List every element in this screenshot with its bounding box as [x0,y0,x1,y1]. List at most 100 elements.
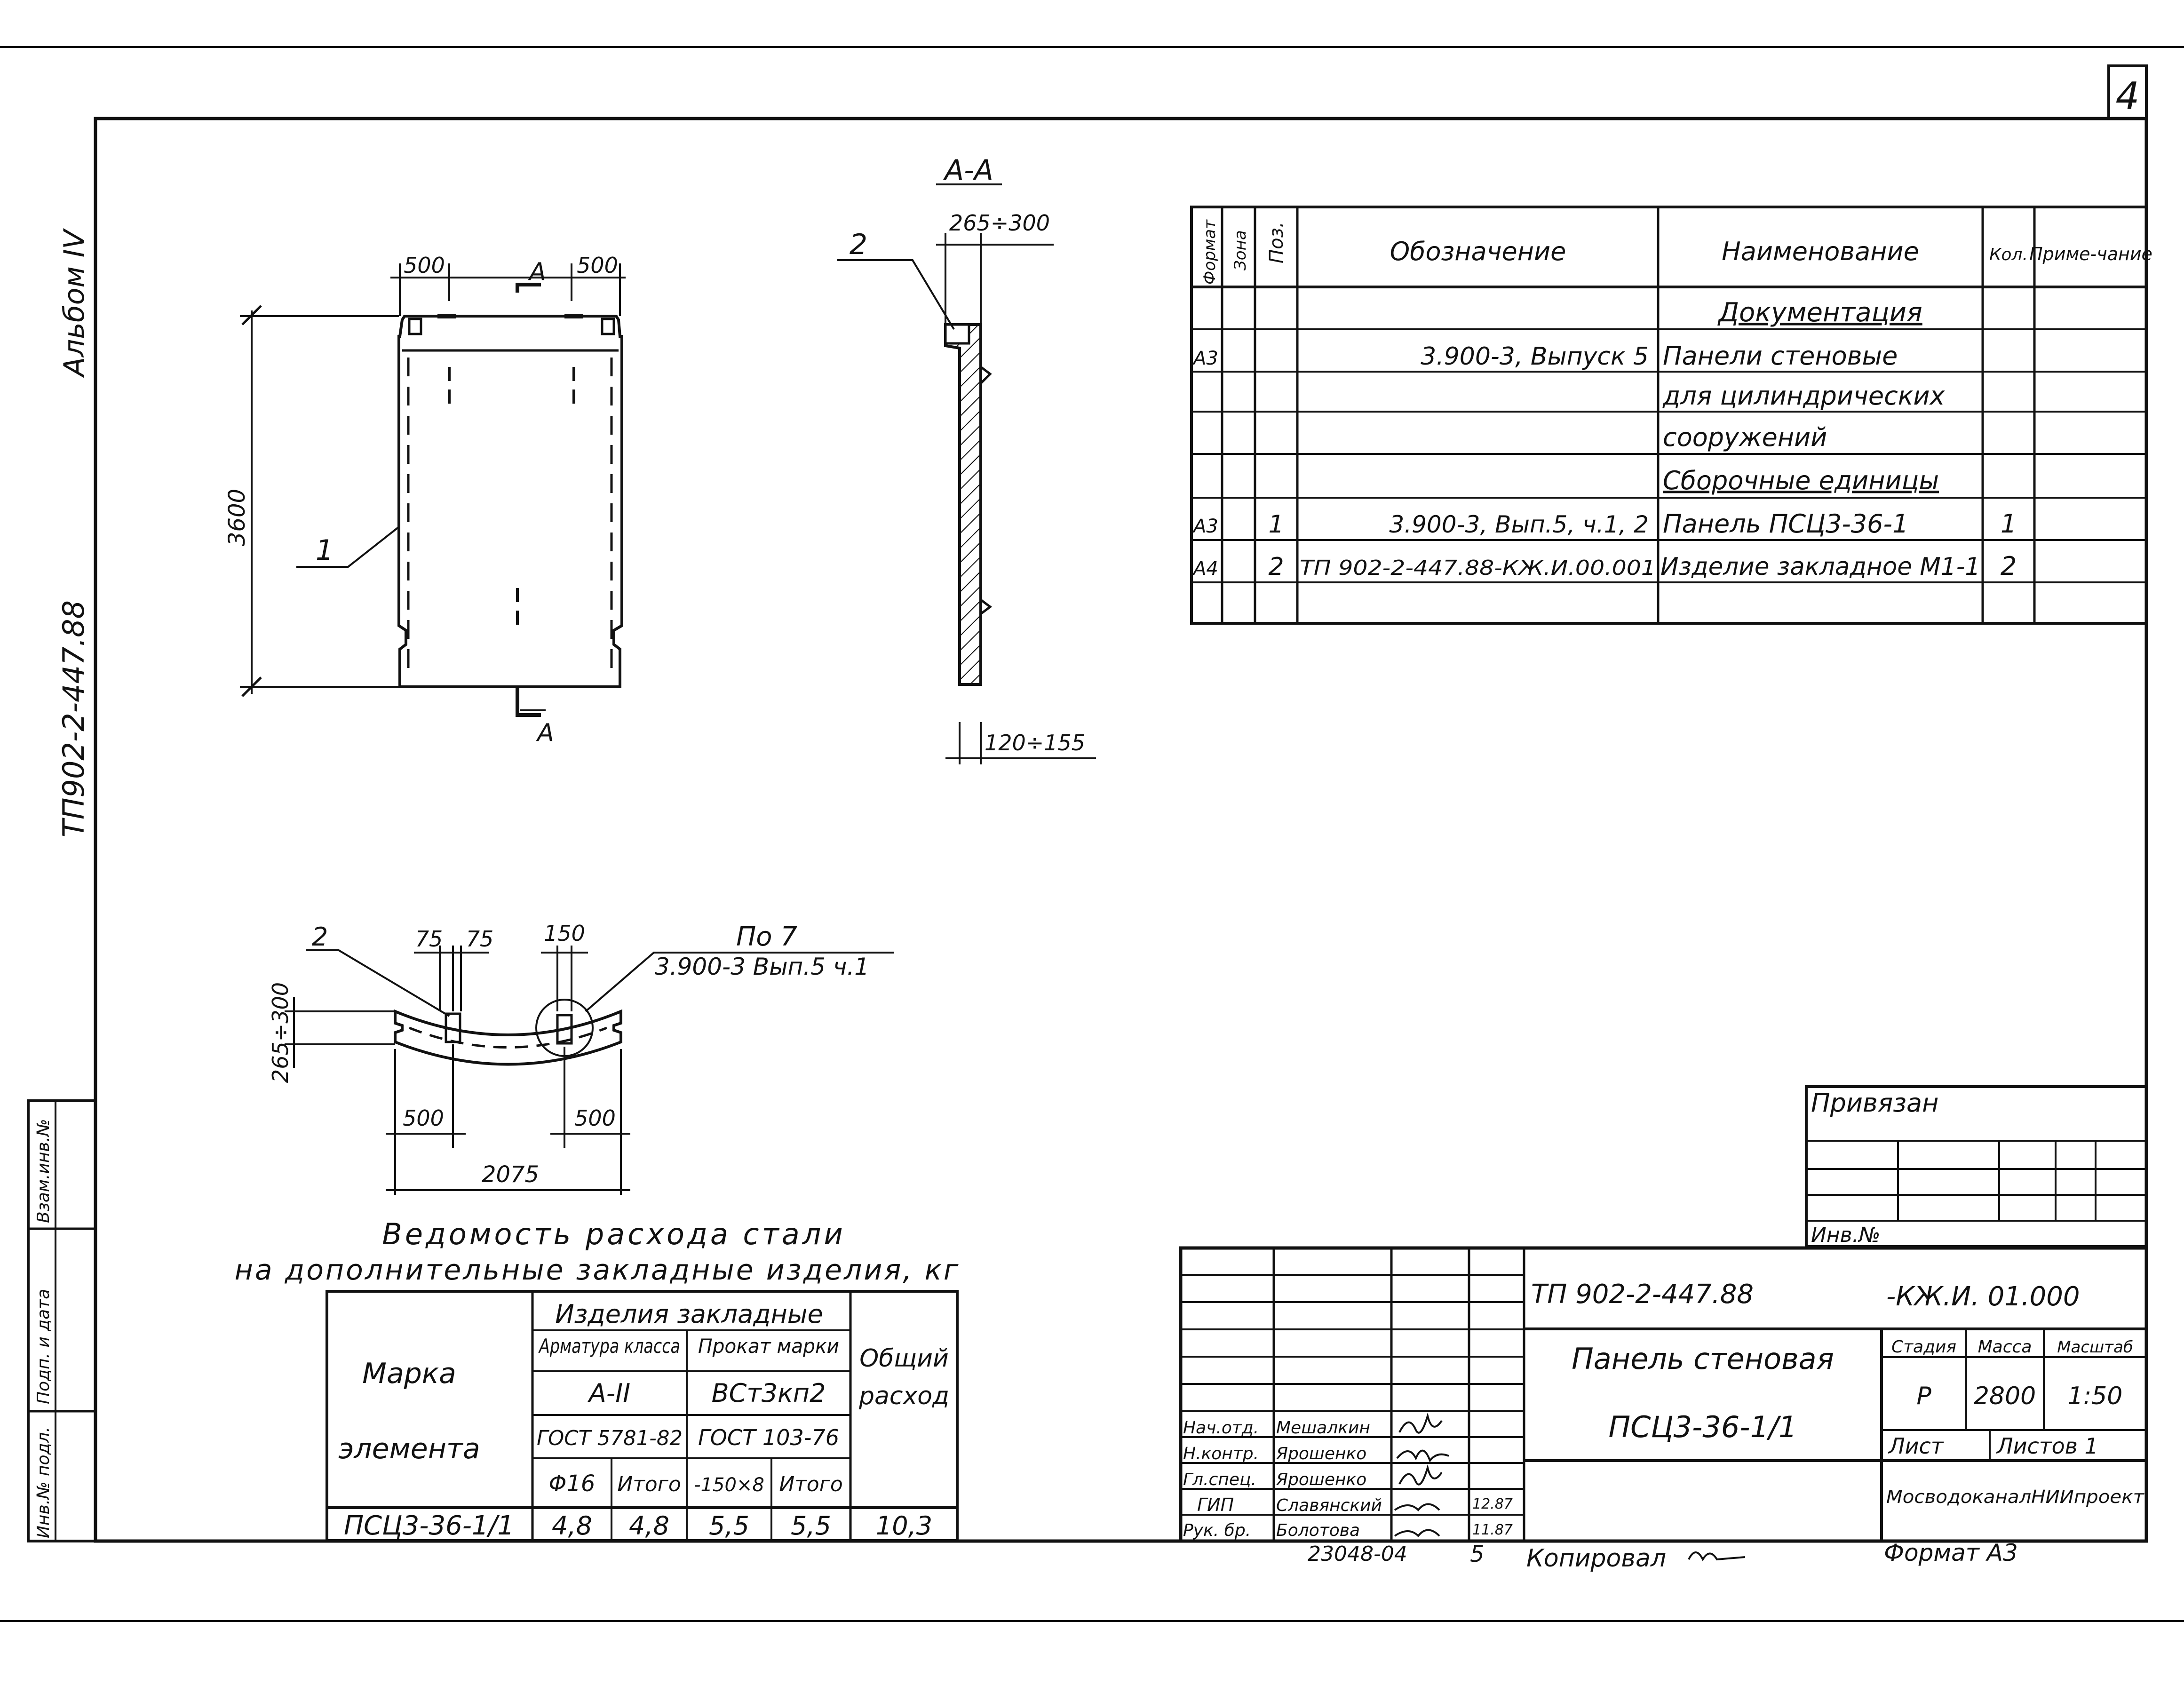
stamp-cell-inventory: Инв.№ подл. [34,1427,53,1538]
spec-row-name: Изделие закладное М1-1 [1660,553,1980,581]
steel-row-total1: 4,8 [629,1511,669,1541]
spec-row-name: Панель ПСЦ3-36-1 [1663,509,1908,539]
specification-table: Формат Зона Поз. Обозначение Наименовани… [1190,206,2152,625]
spec-row-designation: 3.900-3, Вып.5, ч.1, 2 [1389,511,1649,538]
copier-signature-mark [1688,1551,1746,1562]
title-block: ТП 902-2-447.88 -КЖ.И. 01.000 Панель сте… [1179,1246,2148,1543]
sheet-number-box [2107,64,2148,120]
steel-title-2: на дополнительные закладные изделия, кг [235,1254,961,1287]
spec-row-pos: 1 [1268,510,1284,539]
plan-dim-total: 2075 [482,1161,539,1188]
role-label: ГИП [1197,1494,1234,1515]
front-view: 500 500 А А 3600 1 [224,253,626,747]
steel-col-total1: Итого [617,1472,681,1496]
left-stamp-strip: Взам.инв.№ Подп. и дата Инв.№ подл. [27,1099,97,1542]
spec-header-zone: Зона [1231,230,1250,270]
spec-header-pos: Поз. [1266,222,1287,263]
stamp-cell-sign-date: Подп. и дата [34,1289,53,1404]
role-label: Гл.спец. [1183,1470,1256,1489]
steel-col-phi: Φ16 [549,1470,596,1497]
position-1-label: 1 [316,534,334,567]
project-code-vertical: ТП902-2-447.88 [56,600,91,837]
spec-row-pos: 2 [1268,553,1284,581]
archive-number: 23048-04 [1308,1542,1407,1566]
spec-header-qty: Кол. [1989,245,2028,264]
plan-position-2-label: 2 [312,922,328,952]
front-dim-left: 500 [404,253,445,278]
plan-ref-2: 3.900-3 Вып.5 ч.1 [655,953,869,980]
plan-ref-1: По 7 [736,922,797,952]
mass-label: Масса [1978,1337,2032,1357]
plan-dim-vertical: 265÷300 [268,982,293,1083]
footer: 23048-04 5 Копировал Формат А3 [1308,1539,2018,1573]
spec-row-format: А4 [1192,558,1218,580]
steel-mark-label-2: элемента [338,1432,480,1465]
steel-consumption-table: Ведомость расхода стали на дополнительны… [235,1217,961,1542]
spec-row-name: Панели стеновые [1663,341,1898,371]
stamp-cell-replace: Взам.инв.№ [34,1119,53,1223]
section-title: А-А [943,154,993,187]
plan-dim-75a: 75 [415,926,443,952]
section-dim-top: 265÷300 [949,210,1050,236]
steel-class-2: ВСт3кп2 [712,1378,826,1408]
plan-dim-75b: 75 [466,926,494,952]
copied-label: Копировал [1526,1544,1666,1573]
steel-group-label: Изделия закладные [555,1299,823,1329]
steel-row-phi: 4,8 [552,1511,592,1541]
role-label: Нач.отд. [1183,1418,1259,1438]
organization-name: МосводоканалНИИпроект [1886,1486,2145,1507]
stage-label: Стадия [1891,1337,1956,1357]
spec-row-name: Документация [1717,297,1922,328]
front-height-dim: 3600 [224,489,250,546]
spec-header-note: Приме-чание [2029,244,2152,264]
format-label: Формат А3 [1884,1539,2018,1566]
mass-value: 2800 [1974,1382,2036,1410]
spec-row-format: А3 [1192,348,1218,369]
spec-row-name: для цилиндрических [1662,381,1946,411]
person-name: Болотова [1276,1521,1360,1540]
steel-title-1: Ведомость расхода стали [382,1217,845,1251]
steel-total-label-2: расход [858,1382,949,1410]
title-name-1: Панель стеновая [1572,1342,1834,1376]
role-label: Н.контр. [1183,1444,1259,1463]
cut-label-bottom: А [536,719,554,747]
sheets-label: Листов 1 [1996,1433,2098,1459]
title-code: ТП 902-2-447.88 [1531,1279,1754,1310]
plan-dim-500-right: 500 [574,1105,616,1131]
binding-label: Привязан [1811,1088,1938,1118]
spec-row-designation: 3.900-3, Выпуск 5 [1421,342,1649,371]
signature-marks [1394,1412,1449,1537]
plan-view: 2 75 75 150 По 7 3.900-3 Вып.5 ч.1 265÷3… [268,921,894,1195]
steel-gost-2: ГОСТ 103-76 [698,1425,839,1450]
steel-sub2: Прокат марки [698,1335,839,1358]
title-name-2: ПСЦ3-36-1/1 [1609,1410,1797,1444]
person-name: Славянский [1276,1496,1382,1515]
steel-col-total2: Итого [779,1472,843,1496]
sheet-label: Лист [1888,1433,1944,1459]
page-mark: 5 [1470,1541,1485,1567]
stage-value: Р [1916,1382,1931,1410]
album-label: Альбом IV [58,228,91,378]
front-dim-right: 500 [577,253,618,278]
steel-gost-1: ГОСТ 5781-82 [537,1426,683,1450]
spec-row-qty: 2 [2001,551,2017,581]
scale-value: 1:50 [2068,1382,2123,1410]
plan-dim-150: 150 [544,921,585,946]
steel-total-label-1: Общий [859,1344,949,1373]
sign-date-2: 11.87 [1472,1522,1513,1538]
cut-label-top: А [528,258,546,286]
title-doc: -КЖ.И. 01.000 [1886,1281,2080,1312]
steel-mark-label-1: Марка [362,1357,456,1390]
steel-row-sum: 10,3 [876,1511,932,1541]
steel-row-total2: 5,5 [791,1511,831,1541]
spec-header-name: Наименование [1722,237,1919,266]
binding-block: Привязан Инв.№ [1805,1085,2148,1248]
steel-class-1: А-II [588,1378,630,1408]
steel-sub1: Арматура класса [538,1335,680,1358]
role-label: Рук. бр. [1183,1521,1251,1540]
spec-row-name: сооружений [1663,422,1827,452]
sheet-number: 4 [2116,74,2140,118]
sign-date-1: 12.87 [1472,1496,1513,1512]
spec-header-format: Формат [1200,219,1219,285]
inventory-label: Инв.№ [1811,1223,1880,1247]
